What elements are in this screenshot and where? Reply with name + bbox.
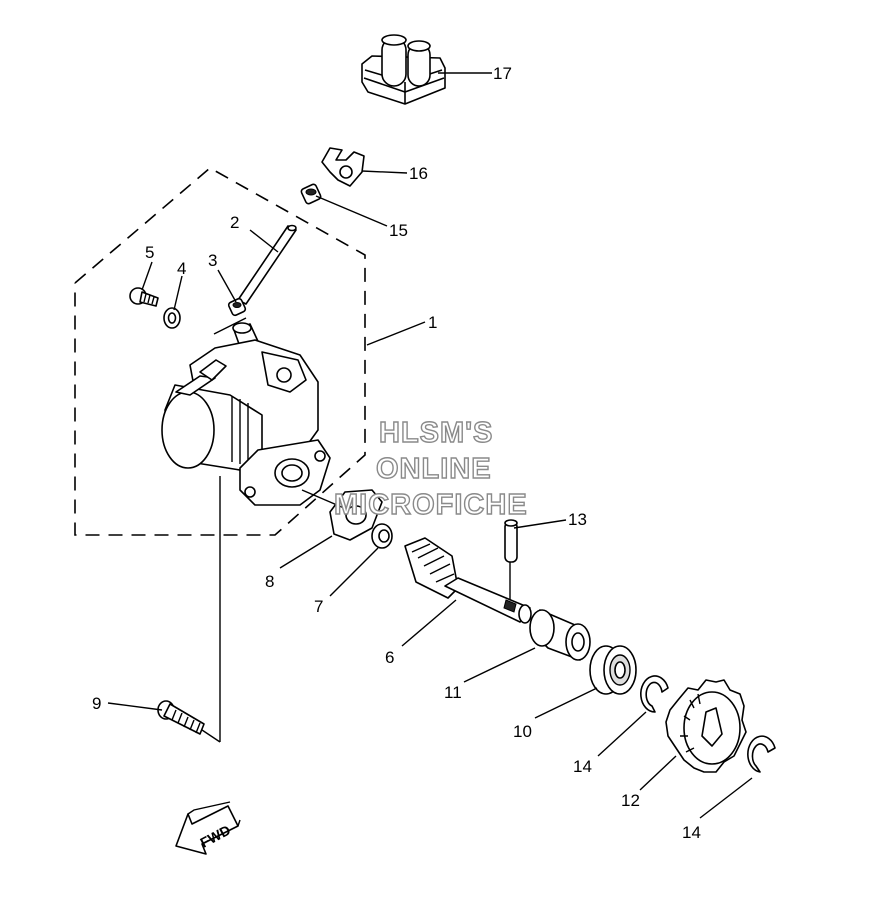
callout-12: 12	[621, 791, 640, 810]
callout-1: 1	[428, 313, 437, 332]
watermark: HLSM'S ONLINE MICROFICHE	[333, 416, 528, 521]
callout-2: 2	[230, 213, 239, 232]
callout-3: 3	[208, 251, 217, 270]
callout-14-b: 14	[682, 823, 701, 842]
part-16-clamp	[321, 147, 365, 187]
callout-8: 8	[265, 572, 274, 591]
part-14-circlip-b	[747, 735, 776, 773]
part-6-worm-shaft	[404, 537, 532, 624]
leader-lines	[107, 72, 753, 819]
fwd-arrow: FWD	[175, 801, 241, 855]
part-11-bushing	[529, 609, 591, 661]
part-9-bolt	[157, 700, 205, 735]
callout-5: 5	[145, 243, 154, 262]
assembly-outline	[74, 167, 366, 536]
callout-6: 6	[385, 648, 394, 667]
part-13-pin	[504, 519, 518, 563]
part-10-bearing	[589, 645, 637, 695]
callout-4: 4	[177, 259, 186, 278]
part-5-screw	[129, 287, 159, 307]
watermark-line-2: ONLINE	[376, 453, 492, 485]
part-14-circlip-a	[640, 675, 669, 713]
callout-14-a: 14	[573, 757, 592, 776]
part-17-boot	[361, 34, 446, 105]
callout-16: 16	[409, 164, 428, 183]
callout-labels: 17 16 15 2 3 4 5 1 13 8 7 6 11 9 10 14 1…	[92, 64, 701, 842]
callout-15: 15	[389, 221, 408, 240]
callout-9: 9	[92, 694, 101, 713]
part-1-oil-pump-assembly	[161, 322, 331, 506]
callout-13: 13	[568, 510, 587, 529]
part-15-fitting	[300, 183, 322, 205]
part-7-washer	[371, 523, 393, 549]
callout-17: 17	[493, 64, 512, 83]
watermark-line-1: HLSM'S	[379, 417, 493, 449]
part-4-washer	[163, 307, 181, 329]
part-8-gasket	[329, 489, 383, 541]
callout-11: 11	[444, 683, 462, 702]
part-3-clip	[227, 297, 247, 317]
callout-10: 10	[513, 722, 532, 741]
part-2-oil-pipe	[237, 224, 297, 305]
part-12-gear	[665, 679, 747, 773]
callout-7: 7	[314, 597, 323, 616]
watermark-line-3: MICROFICHE	[334, 489, 528, 521]
